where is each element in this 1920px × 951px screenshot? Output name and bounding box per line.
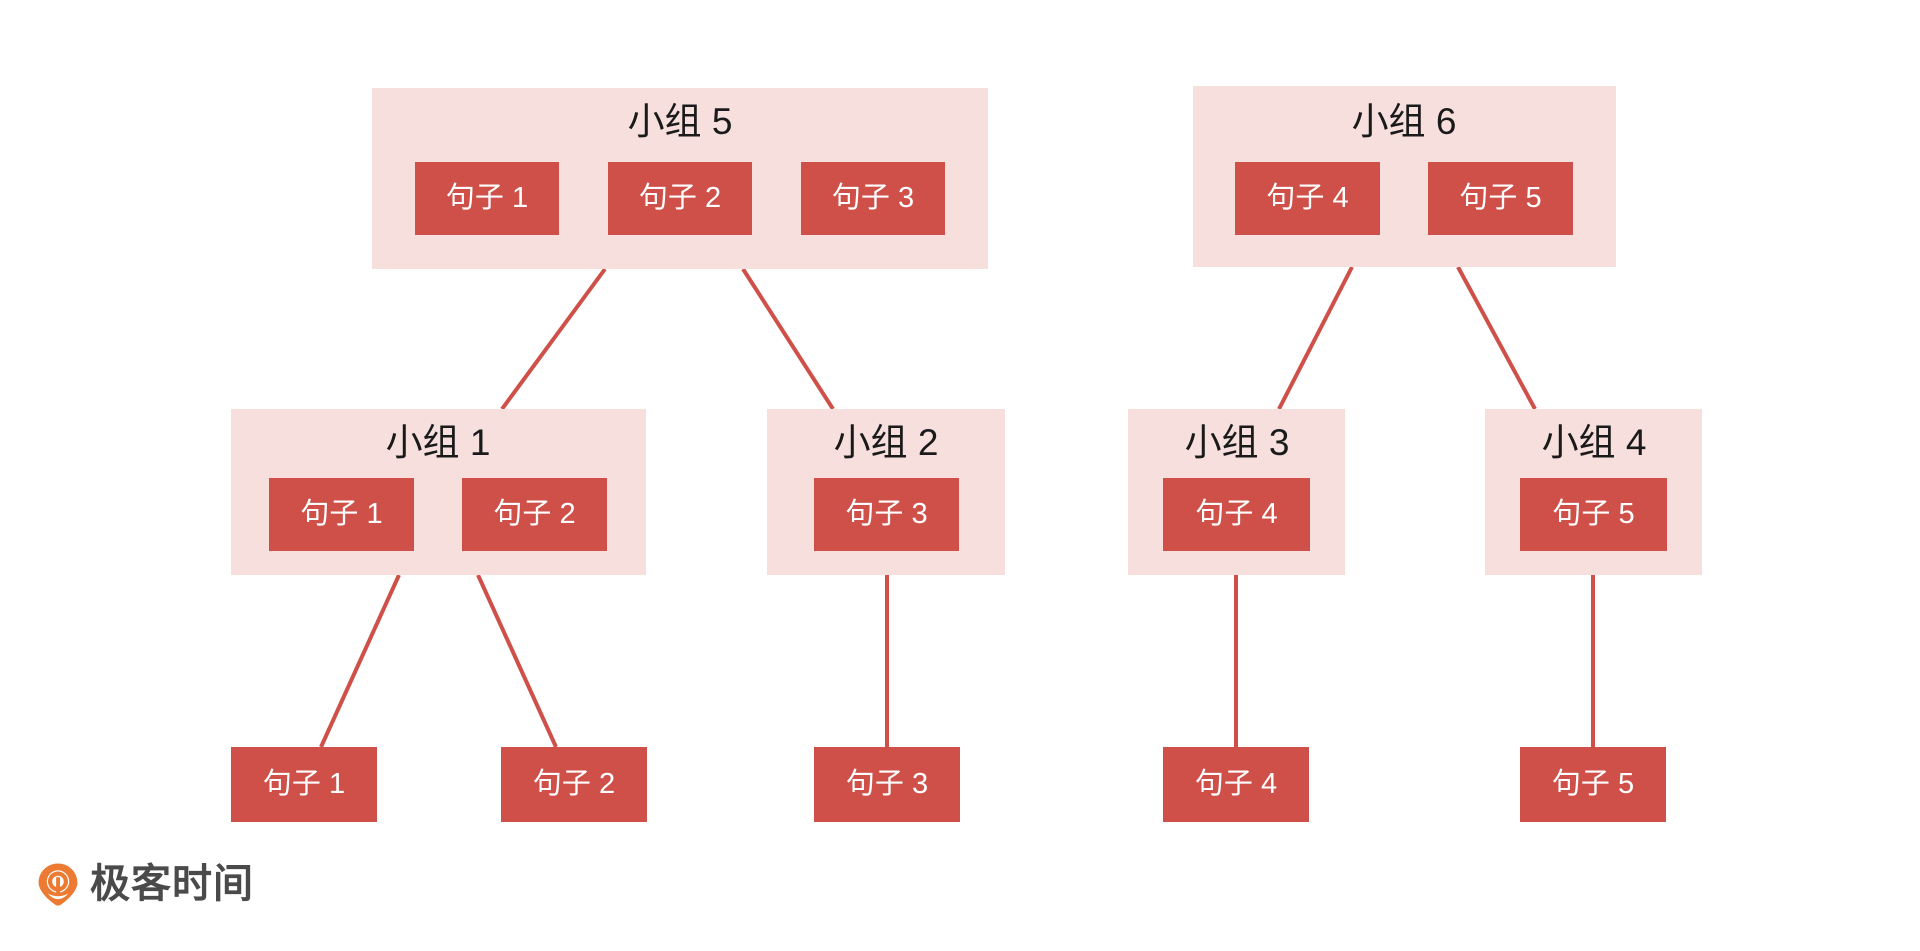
sentence-box[interactable] bbox=[814, 747, 960, 822]
sentence-label: 句子 3 bbox=[832, 181, 914, 214]
sentence-label: 句子 2 bbox=[639, 181, 721, 214]
geek-time-logo-icon bbox=[36, 862, 80, 906]
sentence-box[interactable] bbox=[1163, 478, 1310, 551]
sentence-label: 句子 4 bbox=[1195, 767, 1277, 800]
leaf-sentence-node[interactable]: 句子 1 bbox=[231, 747, 377, 822]
sentence-box[interactable] bbox=[1520, 747, 1666, 822]
group-node[interactable]: 小组 5 句子 1 句子 2 句子 3 bbox=[372, 88, 988, 269]
group-node[interactable]: 小组 2 句子 3 bbox=[767, 409, 1005, 575]
sentence-box[interactable] bbox=[501, 747, 647, 822]
sentence-box[interactable] bbox=[269, 478, 414, 551]
group-title: 小组 6 bbox=[1352, 101, 1457, 142]
brand-name: 极客时间 bbox=[90, 861, 254, 907]
sentence-box[interactable] bbox=[1163, 747, 1309, 822]
groups-layer: 小组 5 句子 1 句子 2 句子 3 小组 6 句子 4 句子 5 小组 1 句子 1 句子 2… bbox=[231, 86, 1702, 575]
sentence-label: 句子 2 bbox=[533, 767, 615, 800]
group-title: 小组 2 bbox=[834, 422, 939, 463]
leaf-sentence-node[interactable]: 句子 3 bbox=[814, 747, 960, 822]
leaf-sentence-node[interactable]: 句子 5 bbox=[1520, 747, 1666, 822]
leaf-nodes-layer: 句子 1 句子 2 句子 3 句子 4 句子 5 bbox=[231, 747, 1666, 822]
tree-edge bbox=[476, 574, 558, 748]
sentence-box[interactable] bbox=[415, 162, 559, 235]
group-title: 小组 3 bbox=[1185, 422, 1290, 463]
tree-edge bbox=[319, 574, 401, 748]
leaf-sentence-node[interactable]: 句子 4 bbox=[1163, 747, 1309, 822]
group-title: 小组 1 bbox=[386, 422, 491, 463]
tree-edge bbox=[500, 267, 607, 411]
sentence-box[interactable] bbox=[608, 162, 752, 235]
sentence-box[interactable] bbox=[462, 478, 607, 551]
sentence-box[interactable] bbox=[814, 478, 959, 551]
tree-edge bbox=[1456, 266, 1537, 410]
sentence-label: 句子 1 bbox=[300, 497, 382, 530]
sentence-label: 句子 5 bbox=[1552, 767, 1634, 800]
group-node[interactable]: 小组 4 句子 5 bbox=[1485, 409, 1702, 575]
sentence-label: 句子 3 bbox=[846, 767, 928, 800]
sentence-label: 句子 3 bbox=[845, 497, 927, 530]
sentence-label: 句子 4 bbox=[1266, 181, 1348, 214]
sentence-label: 句子 5 bbox=[1459, 181, 1541, 214]
sentence-label: 句子 5 bbox=[1552, 497, 1634, 530]
sentence-box[interactable] bbox=[231, 747, 377, 822]
sentence-label: 句子 1 bbox=[446, 181, 528, 214]
tree-edge bbox=[741, 267, 835, 411]
sentence-box[interactable] bbox=[1235, 162, 1380, 235]
group-title: 小组 5 bbox=[628, 101, 733, 142]
brand-logo: 极客时间 bbox=[36, 862, 254, 906]
group-title: 小组 4 bbox=[1542, 422, 1647, 463]
sentence-label: 句子 4 bbox=[1195, 497, 1277, 530]
edges-layer bbox=[319, 266, 1595, 748]
group-node[interactable]: 小组 3 句子 4 bbox=[1128, 409, 1345, 575]
leaf-sentence-node[interactable]: 句子 2 bbox=[501, 747, 647, 822]
sentence-box[interactable] bbox=[1428, 162, 1573, 235]
sentence-box[interactable] bbox=[1520, 478, 1667, 551]
group-node[interactable]: 小组 6 句子 4 句子 5 bbox=[1193, 86, 1616, 267]
sentence-label: 句子 2 bbox=[493, 497, 575, 530]
tree-edge bbox=[1277, 266, 1354, 410]
sentence-label: 句子 1 bbox=[263, 767, 345, 800]
sentence-box[interactable] bbox=[801, 162, 945, 235]
group-node[interactable]: 小组 1 句子 1 句子 2 bbox=[231, 409, 646, 575]
